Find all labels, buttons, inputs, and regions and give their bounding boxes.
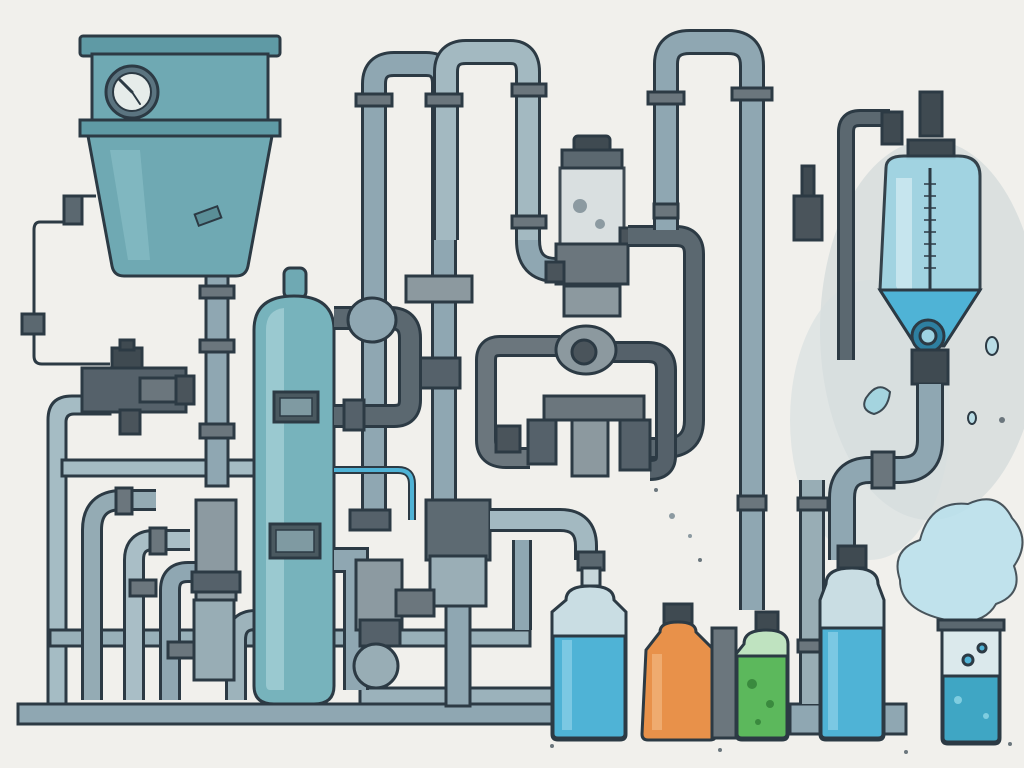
water-splash-cloud-icon — [896, 498, 1024, 624]
tank-sensor-wire — [20, 194, 110, 366]
pump-icon — [544, 134, 642, 318]
hopper-tank-icon — [78, 34, 282, 278]
tall-pipe-fittings — [646, 86, 774, 512]
filter-column-icon — [252, 266, 336, 706]
pipe-network-icon — [361, 39, 557, 520]
pump-loops — [475, 225, 705, 481]
beaker-icon — [936, 618, 1006, 746]
connection-fittings — [342, 296, 436, 690]
ground-specks — [550, 742, 1012, 754]
blue-bottle-icon — [550, 550, 628, 742]
tall-bottle-icon — [818, 544, 886, 742]
central-pipe-fittings — [354, 82, 548, 708]
transparent-vessel-icon — [837, 90, 983, 386]
valve-icon — [80, 338, 196, 436]
green-bottle-icon — [710, 610, 790, 742]
water-splash-icon — [654, 336, 1005, 562]
pressure-gauge-icon — [104, 64, 160, 120]
orange-bottle-icon — [640, 602, 718, 742]
tall-right-pipe-icon — [653, 29, 765, 610]
blue-water-line-fill — [334, 468, 414, 520]
pump-body-icon — [494, 324, 652, 478]
left-loop-fittings — [114, 486, 242, 682]
hopper-outlet-pipe — [198, 274, 236, 488]
vessel-side-fitting — [792, 164, 824, 242]
center-lower-pipes — [490, 508, 598, 630]
